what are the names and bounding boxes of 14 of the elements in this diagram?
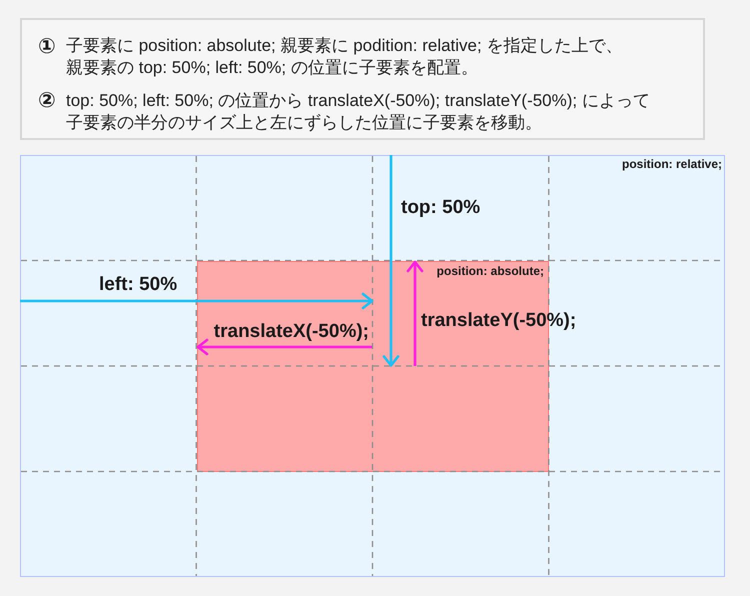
arrow [382,155,400,367]
box-label: position: relative; [622,157,722,171]
note-box [20,18,705,140]
box-label: position: absolute; [436,264,544,278]
note-text: top: 50%; left: 50%; の位置から translateX(-50%); translateY(-50%); によって子要素の半分のサイズ上と左にずらした位置に子要素を移動。 [66,90,651,134]
step-number: ① [38,35,56,57]
edge-label: top: 50% [401,197,480,219]
dimension-label: translateX(-50%); [214,321,369,343]
note-text: 子要素に position: absolute; 親要素に podition: relative; を指定した上で、親要素の top: 50%; left: 50%; の位置に子要素を配置。 [66,35,624,79]
container-box [20,155,725,577]
arrow [20,292,374,310]
dimension-label: translateY(-50%); [421,310,576,332]
edge-label: left: 50% [99,274,178,296]
step-number: ② [38,89,56,111]
